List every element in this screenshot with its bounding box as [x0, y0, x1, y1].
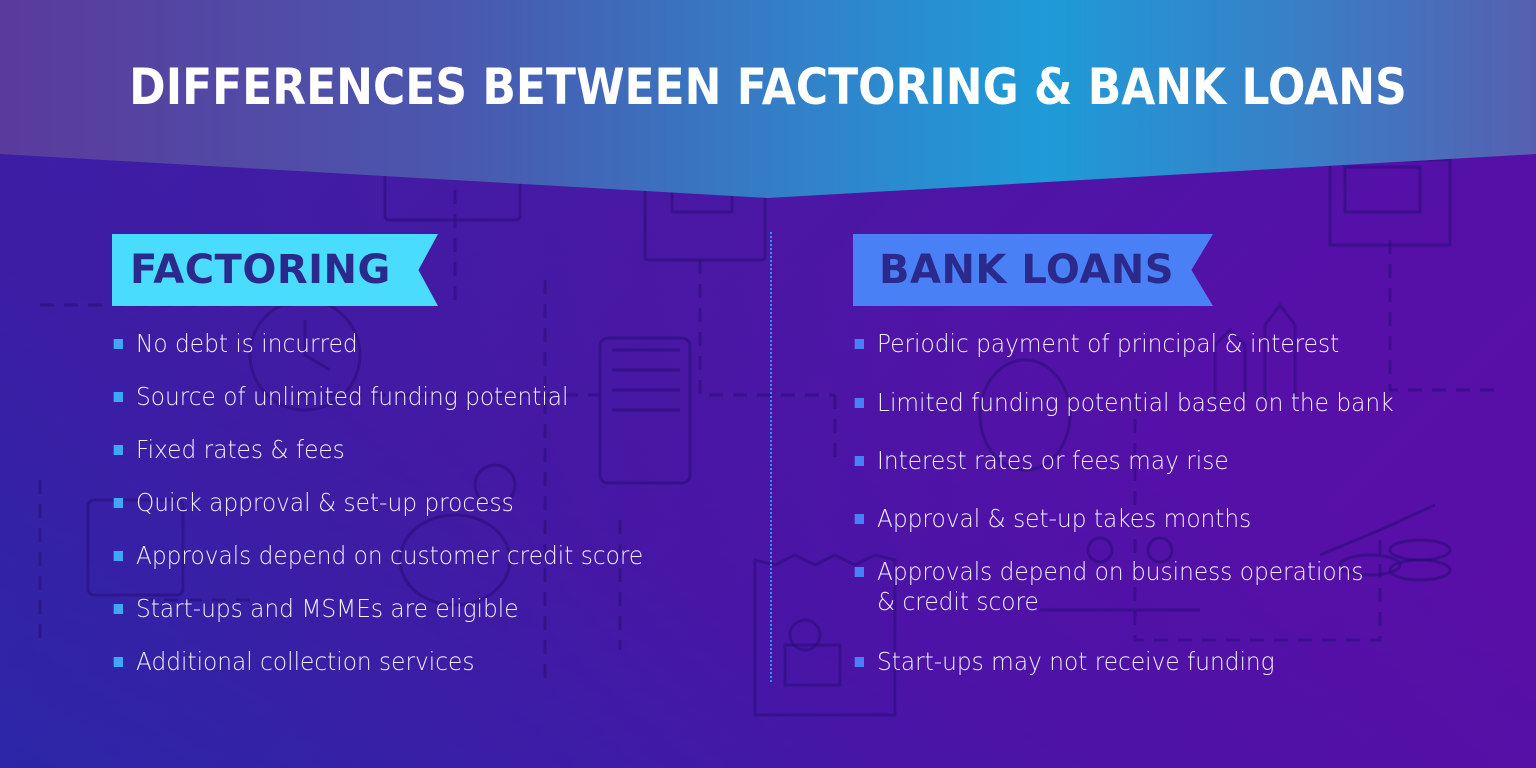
list-item: Source of unlimited funding potential — [113, 382, 568, 412]
list-item: Approval & set-up takes months — [854, 504, 1251, 534]
list-item-continuation: & credit score — [877, 587, 1039, 616]
list-item: Quick approval & set-up process — [113, 488, 514, 518]
list-item: Start-ups and MSMEs are eligible — [113, 594, 519, 624]
bank-loans-heading: BANK LOANS — [879, 247, 1175, 293]
list-item: Additional collection services — [113, 647, 474, 677]
square-bullet-icon — [113, 657, 123, 667]
list-item: Start-ups may not receive funding — [854, 647, 1275, 677]
square-bullet-icon — [113, 498, 123, 508]
list-item: No debt is incurred — [113, 329, 358, 359]
square-bullet-icon — [113, 392, 123, 402]
square-bullet-icon — [854, 657, 864, 667]
list-item: Approvals depend on business operations — [854, 557, 1363, 587]
square-bullet-icon — [854, 514, 864, 524]
square-bullet-icon — [854, 567, 864, 577]
square-bullet-icon — [854, 398, 864, 408]
list-item: Periodic payment of principal & interest — [854, 329, 1339, 359]
bank-loans-heading-ribbon: BANK LOANS — [853, 234, 1213, 306]
factoring-heading-ribbon: FACTORING — [112, 234, 438, 306]
square-bullet-icon — [854, 456, 864, 466]
square-bullet-icon — [113, 445, 123, 455]
list-item: Approvals depend on customer credit scor… — [113, 541, 643, 571]
list-item: Fixed rates & fees — [113, 435, 345, 465]
list-item: Limited funding potential based on the b… — [854, 388, 1394, 418]
square-bullet-icon — [854, 339, 864, 349]
square-bullet-icon — [113, 604, 123, 614]
square-bullet-icon — [113, 551, 123, 561]
page-title: DIFFERENCES BETWEEN FACTORING & BANK LOA… — [129, 58, 1407, 116]
title-banner — [0, 0, 1536, 198]
list-item: Interest rates or fees may rise — [854, 446, 1229, 476]
square-bullet-icon — [113, 339, 123, 349]
factoring-heading: FACTORING — [130, 247, 391, 293]
column-divider — [770, 232, 772, 682]
